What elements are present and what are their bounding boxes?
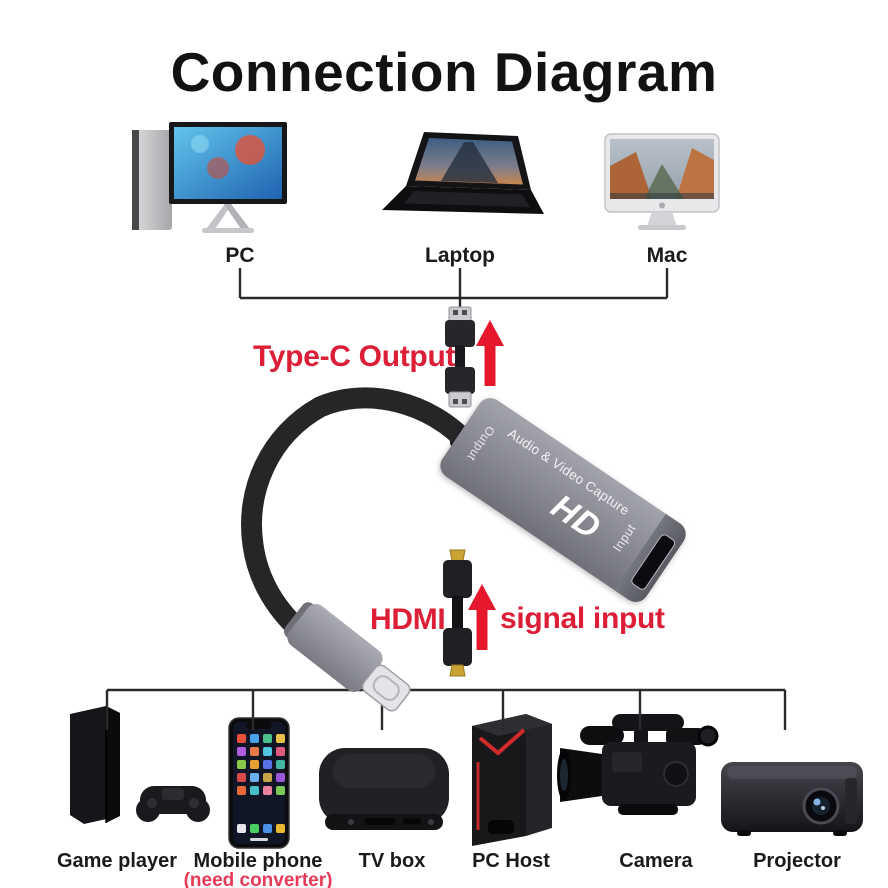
hdmi-label: HDMI <box>370 603 446 636</box>
camera-label: Camera <box>619 850 693 872</box>
up-arrow-icon <box>468 584 496 650</box>
projector-icon <box>721 762 863 836</box>
signal-input-label: signal input <box>500 602 665 635</box>
game-player-label: Game player <box>56 850 178 872</box>
pc-label: PC <box>225 244 255 267</box>
laptop-icon <box>382 132 544 214</box>
up-arrow-icon <box>476 320 504 386</box>
usb-connector-icon <box>445 306 475 408</box>
projector-label: Projector <box>753 850 841 872</box>
mac-icon <box>604 133 720 230</box>
typec-output-label: Type-C Output <box>253 340 456 373</box>
mac-label: Mac <box>646 244 688 267</box>
need-converter-note: (need converter) <box>183 870 333 888</box>
bottom-bracket-lines <box>105 688 787 730</box>
top-bracket-lines <box>238 268 669 317</box>
page-title: Connection Diagram <box>170 41 718 103</box>
pc-host-icon <box>472 714 552 846</box>
device-output-label: Output <box>464 423 498 464</box>
camera-icon <box>557 714 719 815</box>
hdmi-port-icon <box>629 532 678 592</box>
mobile-phone-label: Mobile phone <box>193 850 323 872</box>
mobile-phone-icon <box>228 717 290 849</box>
laptop-label: Laptop <box>425 244 495 267</box>
device-input-label: Input <box>609 521 639 555</box>
typec-plug-icon <box>283 602 411 712</box>
tv-box-icon <box>319 748 449 830</box>
tv-box-label: TV box <box>358 850 426 872</box>
game-player-icon <box>70 706 210 824</box>
pc-host-label: PC Host <box>472 850 550 872</box>
micro-hdmi-connector-icon <box>443 549 472 677</box>
pc-icon <box>132 122 287 233</box>
